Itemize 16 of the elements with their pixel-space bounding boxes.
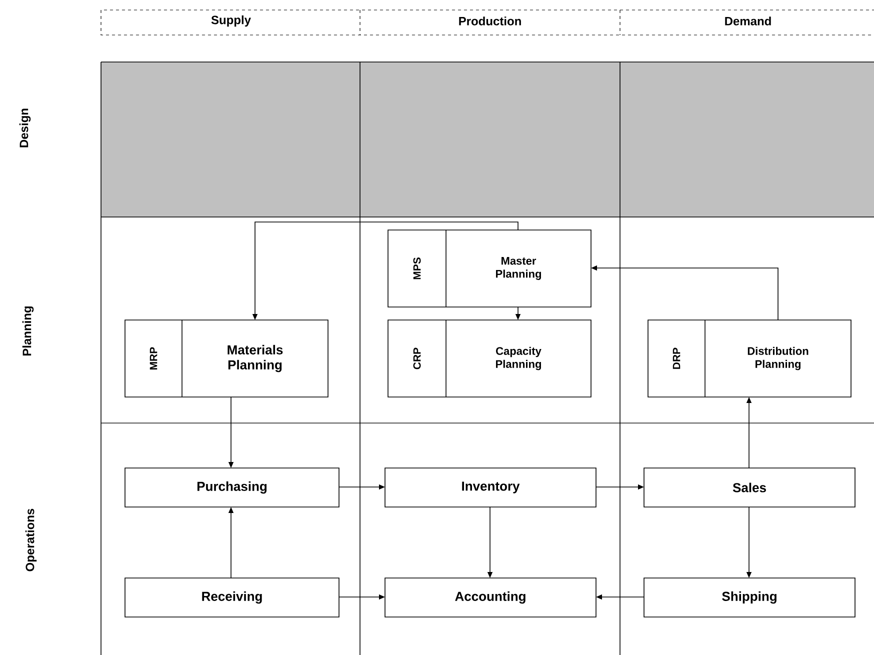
row-header: Operations	[25, 508, 37, 572]
process-box: Shipping	[644, 578, 856, 618]
column-header: Supply	[211, 15, 251, 27]
process-box: Inventory	[384, 468, 596, 508]
column-header: Demand	[725, 16, 771, 26]
planning-box: MRP Materials Planning	[124, 320, 328, 398]
row-header: Design	[19, 108, 31, 148]
planning-box: DRP Distribution Planning	[648, 320, 852, 398]
planning-box: CRP Capacity Planning	[388, 320, 592, 398]
row-header: Planning	[22, 306, 34, 356]
planning-box: MPS Master Planning	[388, 230, 592, 308]
process-box: Receiving	[124, 578, 340, 618]
column-header: Production	[459, 16, 521, 26]
process-box: Sales	[644, 468, 856, 508]
process-box: Accounting	[384, 578, 596, 618]
process-box: Purchasing	[124, 468, 340, 508]
